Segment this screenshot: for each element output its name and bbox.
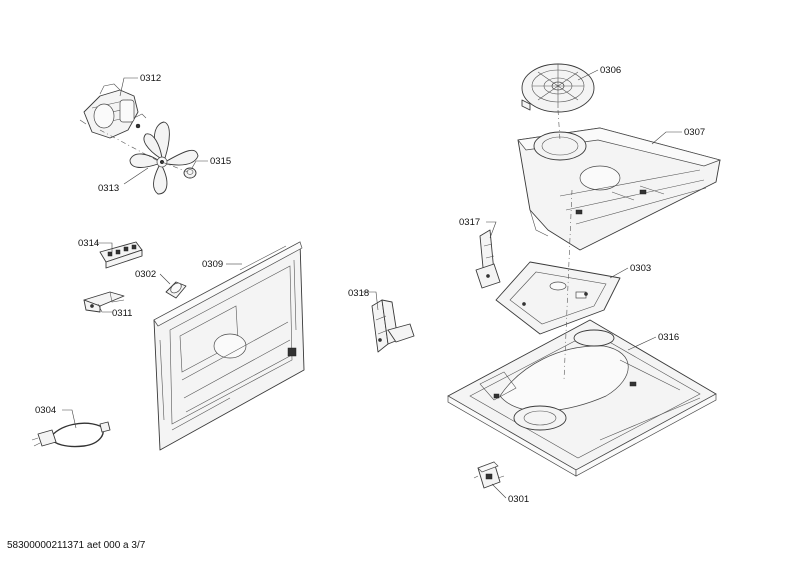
part-fan-nut: [183, 167, 197, 179]
label-0314: 0314: [78, 238, 99, 249]
part-cover-plate: [495, 261, 621, 335]
label-0318: 0318: [348, 288, 369, 299]
label-0312: 0312: [140, 73, 161, 84]
label-0304: 0304: [35, 405, 56, 416]
label-0306: 0306: [600, 65, 621, 76]
part-mains-cable: [31, 421, 111, 448]
label-0313: 0313: [98, 183, 119, 194]
part-thermostat-bracket: [83, 291, 125, 313]
label-0301: 0301: [508, 494, 529, 505]
label-0311: 0311: [112, 308, 132, 319]
part-door-switch: [473, 461, 505, 489]
label-0316: 0316: [658, 332, 679, 343]
label-0303: 0303: [630, 263, 651, 274]
label-0302: 0302: [135, 269, 156, 280]
assembly-axes: [99, 109, 573, 381]
part-labels: 0312 0313 0315 0314 0302 0309 0311 0304 …: [35, 65, 705, 505]
part-fan-guard: [521, 63, 595, 113]
part-fan-motor: [79, 83, 147, 139]
part-terminal-block: [99, 241, 143, 269]
part-fan-housing: [517, 127, 722, 251]
document-footer-code: 58300000211371 aet 000 a 3/7: [7, 540, 146, 551]
part-rear-panel: [153, 241, 305, 451]
part-bracket-left: [371, 299, 415, 353]
part-oven-lamp: [165, 281, 187, 299]
label-0309: 0309: [202, 259, 223, 270]
part-oven-base: [447, 319, 717, 477]
label-0315: 0315: [210, 156, 231, 167]
label-0317: 0317: [459, 217, 480, 228]
part-bracket-right: [475, 229, 501, 289]
label-0307: 0307: [684, 127, 705, 138]
leader-lines: [62, 69, 682, 499]
part-fan-wheel: [129, 121, 199, 195]
